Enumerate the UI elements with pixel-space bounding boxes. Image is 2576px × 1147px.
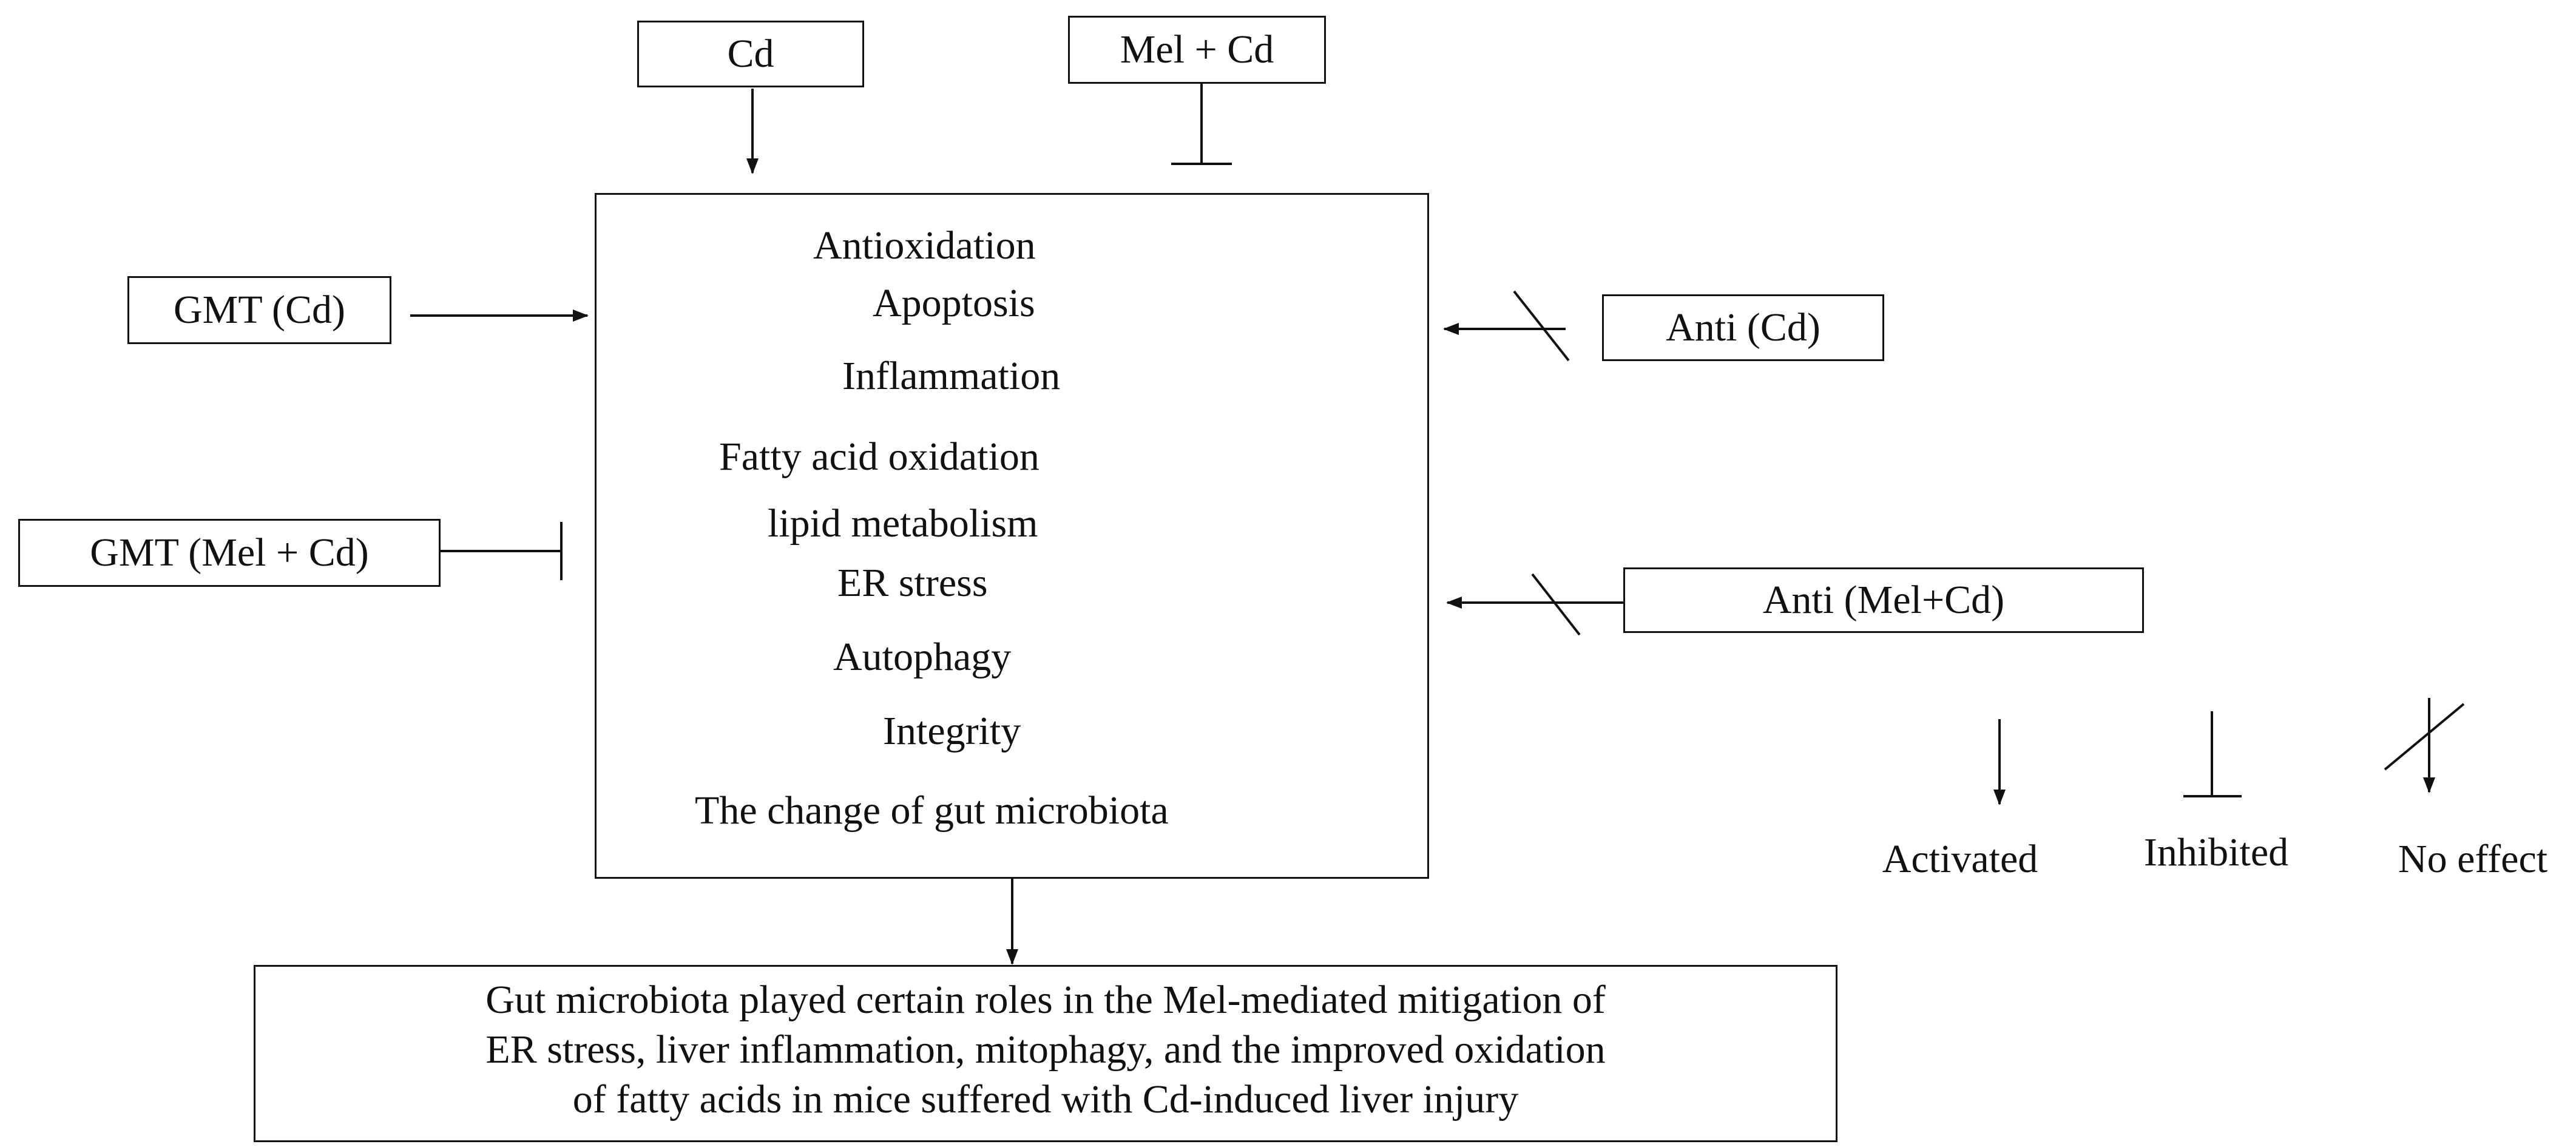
effect-label-er-stress: ER stress xyxy=(837,561,988,605)
effect-label-apoptosis: Apoptosis xyxy=(873,281,1035,325)
outcome-line-2: ER stress, liver inflammation, mitophagy… xyxy=(485,1027,1606,1072)
anti-mel-cd-box: Anti (Mel+Cd) xyxy=(1623,567,2144,633)
outcome-box: Gut microbiota played certain roles in t… xyxy=(254,965,1837,1142)
anti-mel-cd-no-effect-arrow xyxy=(1446,573,1626,636)
anti-cd-no-effect-arrow xyxy=(1443,290,1570,362)
legend-inhibited-label: Inhibited xyxy=(2143,830,2289,875)
gmt-cd-label: GMT (Cd) xyxy=(174,288,345,332)
cd-label: Cd xyxy=(727,32,774,76)
outcome-line-1: Gut microbiota played certain roles in t… xyxy=(485,978,1606,1022)
gmt-mel-cd-inhibition-line xyxy=(441,522,563,580)
effect-label-autophagy: Autophagy xyxy=(833,635,1012,679)
legend-activated-label: Activated xyxy=(1882,837,2038,881)
effect-label-integrity: Integrity xyxy=(883,709,1021,753)
effect-label-fatty-acid-oxidation: Fatty acid oxidation xyxy=(719,435,1040,479)
legend-no-effect-label: No effect xyxy=(2398,837,2548,881)
anti-cd-box: Anti (Cd) xyxy=(1602,294,1884,361)
effects-box xyxy=(595,193,1429,879)
mel-cd-box: Mel + Cd xyxy=(1068,16,1326,84)
legend-inhibited-symbol xyxy=(2183,711,2242,797)
mel-cd-inhibition-line xyxy=(1171,84,1232,165)
gmt-mel-cd-box: GMT (Mel + Cd) xyxy=(18,519,441,587)
effect-label-antioxidation: Antioxidation xyxy=(813,223,1036,268)
legend-no-effect-symbol xyxy=(2384,698,2465,793)
anti-cd-label: Anti (Cd) xyxy=(1666,305,1820,350)
mel-cd-label: Mel + Cd xyxy=(1120,27,1274,72)
outcome-line-3: of fatty acids in mice suffered with Cd-… xyxy=(572,1077,1519,1122)
gmt-mel-cd-label: GMT (Mel + Cd) xyxy=(90,530,369,575)
effect-label-lipid-metabolism: lipid metabolism xyxy=(768,501,1038,546)
effect-label-gut-microbiota: The change of gut microbiota xyxy=(695,788,1169,833)
cd-box: Cd xyxy=(637,21,864,87)
effect-label-inflammation: Inflammation xyxy=(842,354,1061,398)
anti-mel-cd-label: Anti (Mel+Cd) xyxy=(1762,578,2005,622)
gmt-cd-box: GMT (Cd) xyxy=(127,276,391,344)
